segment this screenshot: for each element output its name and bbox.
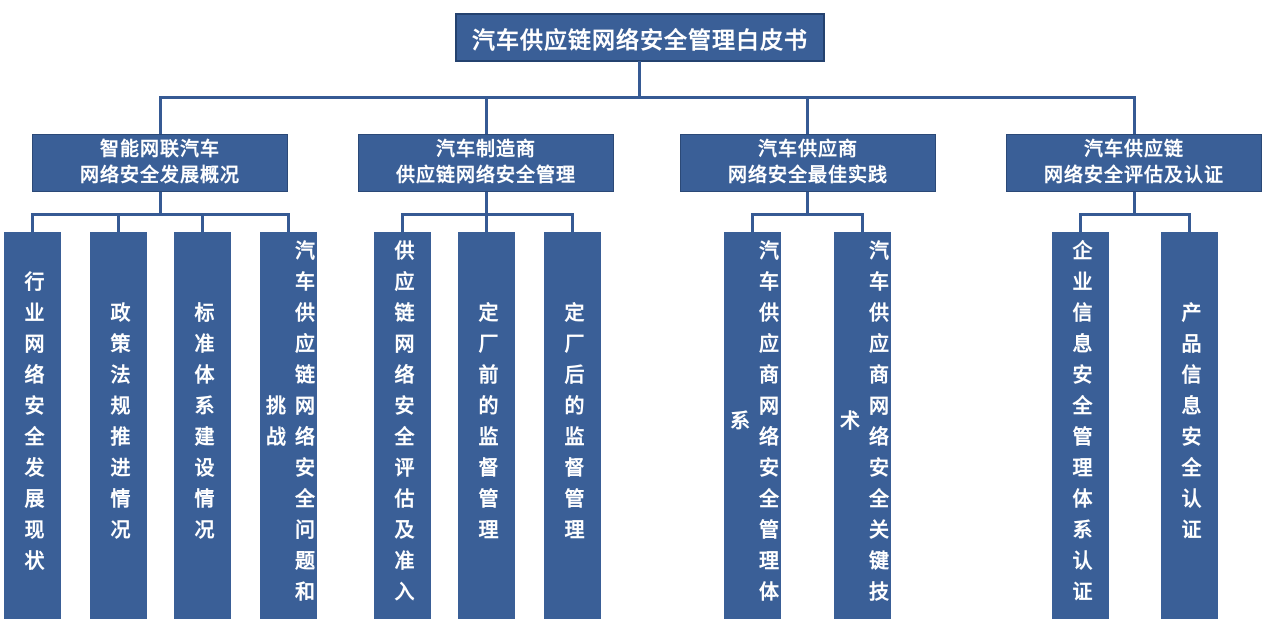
branch-label-line: 智能网联汽车 [99,139,220,160]
connector-leaf-drop [31,213,34,232]
leaf-node-4-1: 企业信息安全管理体系认证 [1052,232,1109,619]
branch-label-line: 供应链网络安全管理 [395,165,576,186]
connector-leaf-drop [117,213,120,232]
connector-leaf-drop [401,213,404,232]
branch-label-line: 网络安全最佳实践 [727,165,888,186]
leaf-node-3-1: 汽车供应商网络安全管理体系 [724,232,781,619]
branch-label-line: 汽车制造商 [435,139,536,160]
connector-branch4-drop [1133,96,1136,134]
branch-node-1: 智能网联汽车 网络安全发展概况 [32,134,288,192]
leaf-node-2-2: 定厂前的监督管理 [458,232,515,619]
connector-branch1-drop [159,96,162,134]
connector-group1-bus [31,213,290,216]
connector-leaf-drop [287,213,290,232]
branch-label-line: 网络安全评估及认证 [1043,165,1224,186]
branch-node-2: 汽车制造商 供应链网络安全管理 [358,134,614,192]
leaf-node-4-2: 产品信息安全认证 [1161,232,1218,619]
connector-leaf-drop [201,213,204,232]
leaf-node-3-2: 汽车供应商网络安全关键技术 [834,232,891,619]
leaf-node-1-1: 行业网络安全发展现状 [4,232,61,619]
connector-leaf-drop [485,213,488,232]
connector-group1-stem [159,192,162,216]
connector-leaf-drop [751,213,754,232]
branch-node-3: 汽车供应商 网络安全最佳实践 [680,134,936,192]
leaf-node-2-3: 定厂后的监督管理 [544,232,601,619]
connector-branch2-drop [485,96,488,134]
connector-leaf-drop [571,213,574,232]
connector-leaf-drop [1188,213,1191,232]
leaf-node-1-4: 汽车供应链网络安全问题和挑战 [260,232,317,619]
connector-leaf-drop [1079,213,1082,232]
leaf-node-2-1: 供应链网络安全评估及准入 [374,232,431,619]
leaf-node-1-3: 标准体系建设情况 [174,232,231,619]
connector-group4-stem [1133,192,1136,216]
branch-label-line: 汽车供应商 [757,139,858,160]
connector-level1-bus [159,96,1136,99]
connector-group4-bus [1079,213,1191,216]
connector-leaf-drop [861,213,864,232]
branch-label-line: 网络安全发展概况 [79,165,240,186]
branch-node-4: 汽车供应链 网络安全评估及认证 [1006,134,1262,192]
connector-group3-bus [751,213,864,216]
connector-root-stem [638,61,641,97]
branch-label-line: 汽车供应链 [1083,139,1184,160]
connector-group2-stem [485,192,488,216]
connector-branch3-drop [806,96,809,134]
leaf-node-1-2: 政策法规推进情况 [90,232,147,619]
root-node: 汽车供应链网络安全管理白皮书 [455,13,825,62]
connector-group3-stem [806,192,809,216]
